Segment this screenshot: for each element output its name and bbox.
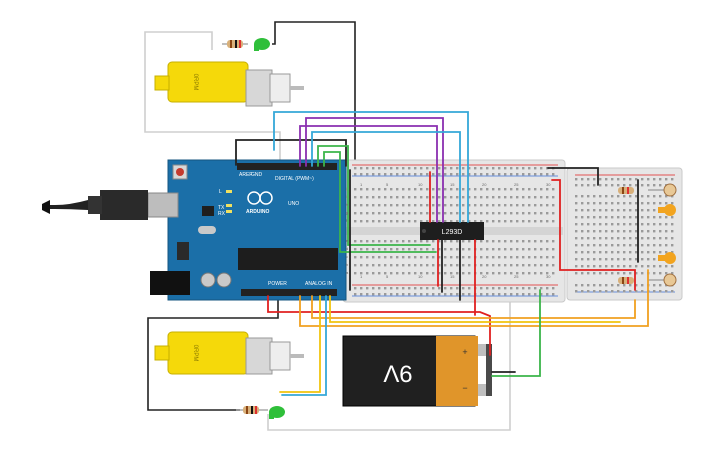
led-green-bottom[interactable]	[269, 406, 285, 419]
led-orange-bottom[interactable]	[658, 252, 676, 264]
photoresistor-bottom[interactable]	[648, 273, 677, 287]
wire-green-battery[interactable]	[491, 289, 541, 377]
wires-back	[144, 21, 511, 431]
resistor-bottom[interactable]	[236, 406, 268, 414]
svg-text:20: 20	[482, 182, 487, 187]
arduino-uno[interactable]: ARDUINO UNO DIGITAL (PWM~) POWER ANALOG …	[147, 159, 347, 301]
svg-text:15: 15	[450, 182, 455, 187]
photoresistor-top[interactable]	[648, 183, 677, 197]
wire-yellow-1[interactable]	[279, 295, 321, 393]
svg-text:c: c	[346, 254, 348, 259]
wire-black-bottom-loop[interactable]	[147, 296, 279, 411]
wire-purple-2[interactable]	[305, 117, 444, 223]
svg-text:25: 25	[514, 182, 519, 187]
led-orange-top[interactable]	[658, 204, 676, 216]
board-label-tx: TX	[218, 205, 225, 211]
svg-text:a: a	[346, 270, 349, 275]
svg-text:i: i	[346, 194, 347, 199]
svg-text:1: 1	[360, 182, 363, 187]
battery-9v[interactable]: 9V + −	[342, 335, 492, 407]
board-label-aref: AREF	[239, 172, 252, 178]
wire-green-2[interactable]	[323, 151, 437, 253]
svg-text:d: d	[346, 246, 348, 251]
wire-gray-bottom-loop[interactable]	[267, 300, 511, 431]
wire-orange-2[interactable]	[311, 295, 636, 319]
wire-black-side[interactable]	[547, 167, 599, 186]
led-green-top[interactable]	[254, 38, 270, 51]
svg-text:f: f	[346, 218, 348, 223]
driver-ic[interactable]: L293D	[420, 222, 484, 240]
motor-top-label: 0RPM	[192, 74, 198, 91]
usb-plug-icon[interactable]	[42, 190, 148, 220]
wire-red-main[interactable]	[267, 295, 491, 356]
battery-plus-label: +	[462, 347, 467, 357]
board-label-gnd: GND	[251, 172, 263, 178]
wire-green-1[interactable]	[317, 145, 431, 246]
motor-top[interactable]: 0RPM	[154, 61, 304, 107]
svg-text:j: j	[345, 186, 347, 191]
wire-orange-1[interactable]	[299, 269, 649, 327]
board-label-power: POWER	[268, 281, 287, 287]
svg-text:b: b	[346, 262, 349, 267]
svg-text:10: 10	[418, 274, 423, 279]
resistor-side-top[interactable]	[618, 187, 634, 194]
svg-text:e: e	[346, 238, 349, 243]
wire-gray-top-loop[interactable]	[144, 31, 281, 162]
breadboard-side	[566, 167, 683, 301]
driver-ic-label: L293D	[442, 229, 463, 236]
wire-cyan-1[interactable]	[273, 111, 469, 223]
arduino-logo	[247, 191, 273, 205]
resistor-top[interactable]	[222, 40, 248, 48]
wire-black-1[interactable]	[235, 139, 347, 167]
wire-yellow-2[interactable]	[329, 295, 621, 323]
svg-text:20: 20	[482, 274, 487, 279]
board-label-l: L	[219, 189, 222, 195]
wires-front	[235, 111, 649, 396]
side-breadboard-holes[interactable]	[575, 178, 674, 293]
svg-text:5: 5	[386, 182, 389, 187]
breadboard-holes[interactable]	[354, 167, 555, 296]
board-label-analog: ANALOG IN	[305, 281, 333, 287]
svg-text:15: 15	[450, 274, 455, 279]
breadboard-labels: 1 5 10 15 20 25 30 1 5 10 15 20 25 30 j …	[345, 182, 551, 279]
wire-red-side[interactable]	[551, 179, 636, 291]
svg-text:h: h	[346, 202, 348, 207]
motor-bottom[interactable]: 0RPM	[154, 331, 304, 375]
svg-text:1: 1	[360, 274, 363, 279]
svg-text:30: 30	[546, 182, 551, 187]
resistor-side-bottom[interactable]	[618, 277, 634, 284]
svg-text:25: 25	[514, 274, 519, 279]
atmega-chip	[238, 248, 338, 270]
svg-text:30: 30	[546, 274, 551, 279]
wire-cyan-motor[interactable]	[281, 295, 327, 396]
board-label-brand: ARDUINO	[246, 209, 269, 215]
battery-minus-label: −	[462, 383, 467, 393]
reset-button-icon[interactable]	[172, 164, 188, 180]
svg-text:5: 5	[386, 274, 389, 279]
svg-text:10: 10	[418, 182, 423, 187]
board-label-rx: RX	[218, 211, 226, 217]
board-label-digital: DIGITAL (PWM~)	[275, 176, 314, 182]
battery-voltage-label: 9V	[383, 360, 412, 387]
board-label-model: UNO	[288, 201, 299, 207]
wire-black-top[interactable]	[272, 21, 356, 162]
svg-text:g: g	[346, 210, 348, 215]
motor-bottom-label: 0RPM	[192, 345, 198, 362]
power-jack-icon	[150, 271, 190, 295]
wire-cyan-2[interactable]	[311, 131, 461, 223]
wire-purple-1[interactable]	[299, 125, 438, 223]
